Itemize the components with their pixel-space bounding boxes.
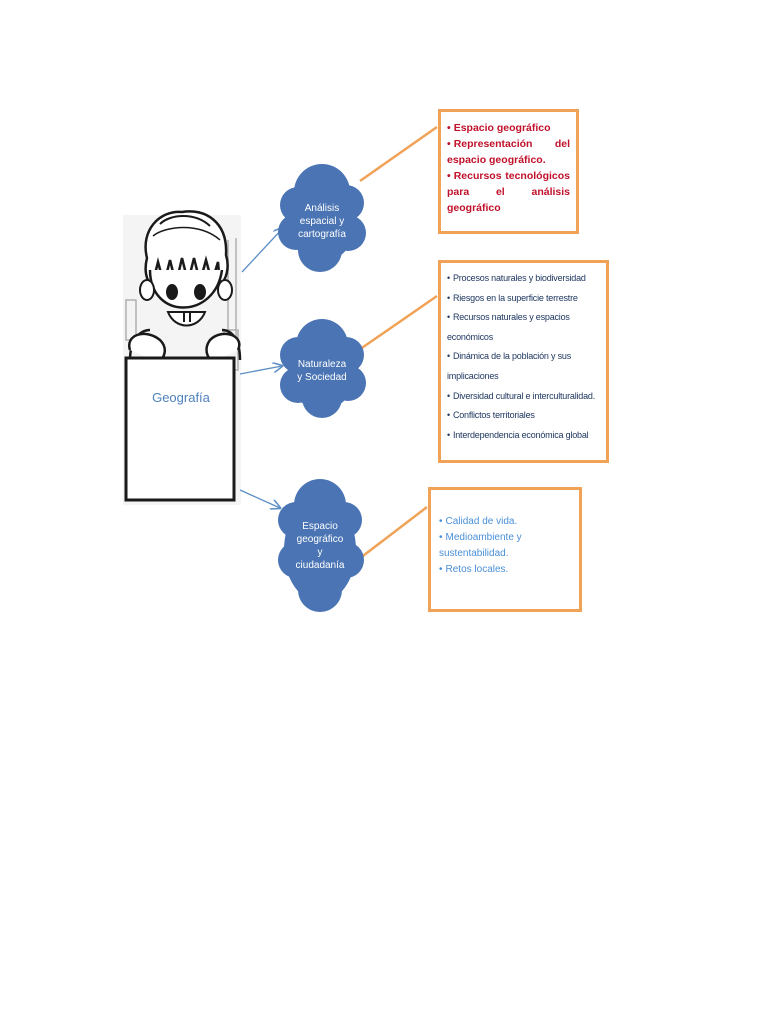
box-item: •Dinámica de la población y sus implicac… (447, 347, 602, 386)
cloud-label-line: Naturaleza (297, 359, 347, 370)
box-item: •Recursos tecnológicos para el análisis … (447, 168, 570, 216)
cloud-label-line: ciudadanía (295, 560, 345, 571)
arrow-to-node-3 (239, 489, 280, 508)
bullet-icon: • (447, 138, 451, 150)
arrow-to-node-1 (241, 228, 283, 273)
box-item: •Recursos naturales y espacios económico… (447, 308, 602, 347)
arrows (239, 228, 283, 508)
connector-1 (359, 125, 438, 183)
cloud-label-1: Análisis espacial y cartografía (288, 190, 356, 252)
box-item-text: Riesgos en la superficie terrestre (452, 292, 578, 303)
bullet-icon: • (439, 532, 443, 543)
box-item: •Conflictos territoriales (447, 406, 602, 426)
cloud-node-1 (278, 164, 366, 272)
bullet-icon: • (447, 273, 450, 283)
box-item: •Medioambiente y sustentabilidad. (439, 530, 575, 562)
box-item-text: Dinámica de la población y sus implicaci… (447, 351, 572, 381)
cloud-label-line: Análisis (304, 202, 340, 214)
box-item-text: Representación del espacio geográfico. (447, 138, 570, 166)
arrow-to-node-2 (239, 366, 282, 375)
cloud-label-line: y Sociedad (297, 372, 347, 383)
bullet-icon: • (439, 564, 443, 575)
topic-box-2: •Procesos naturales y biodiversidad •Rie… (438, 260, 609, 463)
box-item-text: Diversidad cultural e interculturalidad. (452, 390, 596, 401)
box-item-text: Calidad de vida. (445, 516, 518, 527)
box-item: •Representación del espacio geográfico. (447, 136, 570, 168)
box-item-text: Recursos tecnológicos para el análisis g… (447, 170, 570, 214)
connector-3 (354, 506, 428, 563)
center-label: Geografía (152, 390, 210, 405)
box-item-text: Interdependencia económica global (452, 429, 589, 440)
cloud-node-2 (280, 319, 366, 418)
box-item: •Interdependencia económica global (447, 426, 602, 446)
box-item-text: Conflictos territoriales (452, 410, 535, 421)
cloud-label-2: Naturaleza y Sociedad (288, 345, 356, 397)
box-item: •Calidad de vida. (439, 514, 575, 530)
topic-box-3: •Calidad de vida. •Medioambiente y suste… (428, 487, 582, 612)
bullet-icon: • (447, 170, 451, 182)
cloud-label-line: y (317, 547, 323, 558)
box-item: •Espacio geográfico (447, 120, 570, 136)
box-item-text: Espacio geográfico (453, 122, 551, 134)
bullet-icon: • (447, 122, 451, 134)
topic-box-1: •Espacio geográfico •Representación del … (438, 109, 579, 234)
cloud-label-3: Espacio geográfico y ciudadanía (286, 508, 354, 584)
bullet-icon: • (447, 390, 450, 401)
box-item: •Procesos naturales y biodiversidad (447, 269, 602, 289)
box-item-text: Recursos naturales y espacios económicos (447, 312, 570, 342)
cloud-label-line: Espacio (302, 521, 338, 532)
box-item-text: Medioambiente y sustentabilidad. (439, 532, 522, 559)
connector-2 (355, 294, 438, 354)
child-illustration (123, 210, 242, 505)
bullet-icon: • (447, 292, 450, 303)
box-item-text: Procesos naturales y biodiversidad (452, 273, 586, 283)
box-item: •Diversidad cultural e interculturalidad… (447, 387, 602, 407)
cloud-node-3 (278, 479, 364, 612)
box-item: •Riesgos en la superficie terrestre (447, 289, 602, 309)
bullet-icon: • (447, 312, 450, 323)
bullet-icon: • (447, 410, 450, 421)
bullet-icon: • (447, 429, 450, 440)
connectors (354, 125, 438, 563)
cloud-label-line: espacial y (299, 215, 345, 227)
cloud-label-line: cartografía (298, 228, 346, 240)
box-item-text: Retos locales. (445, 564, 509, 575)
bullet-icon: • (447, 351, 450, 362)
bullet-icon: • (439, 516, 443, 527)
box-item: •Retos locales. (439, 562, 575, 578)
cloud-label-line: geográfico (296, 534, 344, 545)
